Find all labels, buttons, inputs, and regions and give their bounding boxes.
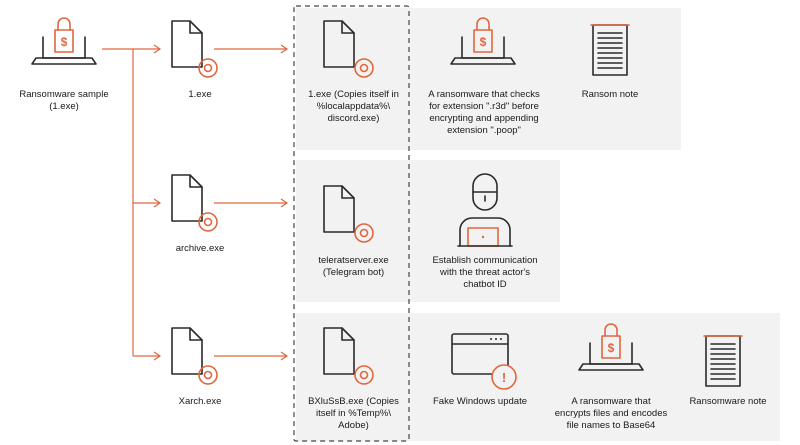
label-1exe: 1.exe	[188, 89, 212, 100]
arrowhead	[280, 44, 289, 54]
file-gear-icon-1exe	[171, 20, 218, 78]
arrowhead	[280, 351, 289, 361]
laptop-lock-icon: $	[31, 17, 97, 65]
panel-row-2	[296, 160, 560, 302]
file-gear-icon-discord	[323, 20, 374, 78]
label-base64-ransomware: A ransomware that encrypts files and enc…	[554, 396, 668, 431]
threat-actor-person-icon	[457, 173, 513, 247]
arrowhead	[153, 351, 162, 361]
label-ransomware-note: Ransomware note	[689, 396, 767, 407]
dollar-icon: $	[61, 35, 68, 49]
file-gear-icon-bxlu	[323, 327, 374, 385]
label-archive: archive.exe	[175, 243, 225, 254]
file-gear-icon-archive	[171, 174, 218, 232]
panel-row-3	[296, 313, 780, 441]
label-discord: 1.exe (Copies itself in %localappdata%\ …	[308, 89, 399, 124]
label-r3d-ransomware: A ransomware that checks for extension "…	[428, 89, 540, 136]
dropped-files-group	[293, 5, 410, 442]
label-chatbot: Establish communication with the threat …	[432, 255, 538, 290]
label-telerat: teleratserver.exe (Telegram bot)	[318, 255, 389, 278]
dollar-icon: $	[608, 341, 615, 355]
file-gear-icon-xarch	[171, 327, 218, 385]
dollar-icon: $	[480, 35, 487, 49]
file-gear-icon-telerat	[323, 185, 374, 243]
laptop-lock-icon-base64: $	[578, 323, 644, 371]
laptop-lock-icon-r3d: $	[450, 17, 516, 65]
notepad-icon-ransom-note	[590, 24, 630, 76]
panel-row-1	[296, 8, 681, 150]
label-fake-update: Fake Windows update	[433, 396, 527, 407]
notepad-icon-ransomware-note	[703, 335, 743, 387]
fake-update-window-icon: !	[451, 333, 517, 390]
label-bxlu: BXluSsB.exe (Copies itself in %Temp%\ Ad…	[308, 396, 399, 431]
label-xarch: Xarch.exe	[178, 396, 222, 407]
arrowhead	[280, 198, 289, 208]
alert-icon: !	[502, 370, 506, 385]
arrowhead	[153, 44, 162, 54]
arrowhead	[153, 198, 162, 208]
label-ransom-note: Ransom note	[581, 89, 639, 100]
label-ransomware-sample: Ransomware sample (1.exe)	[19, 89, 109, 112]
